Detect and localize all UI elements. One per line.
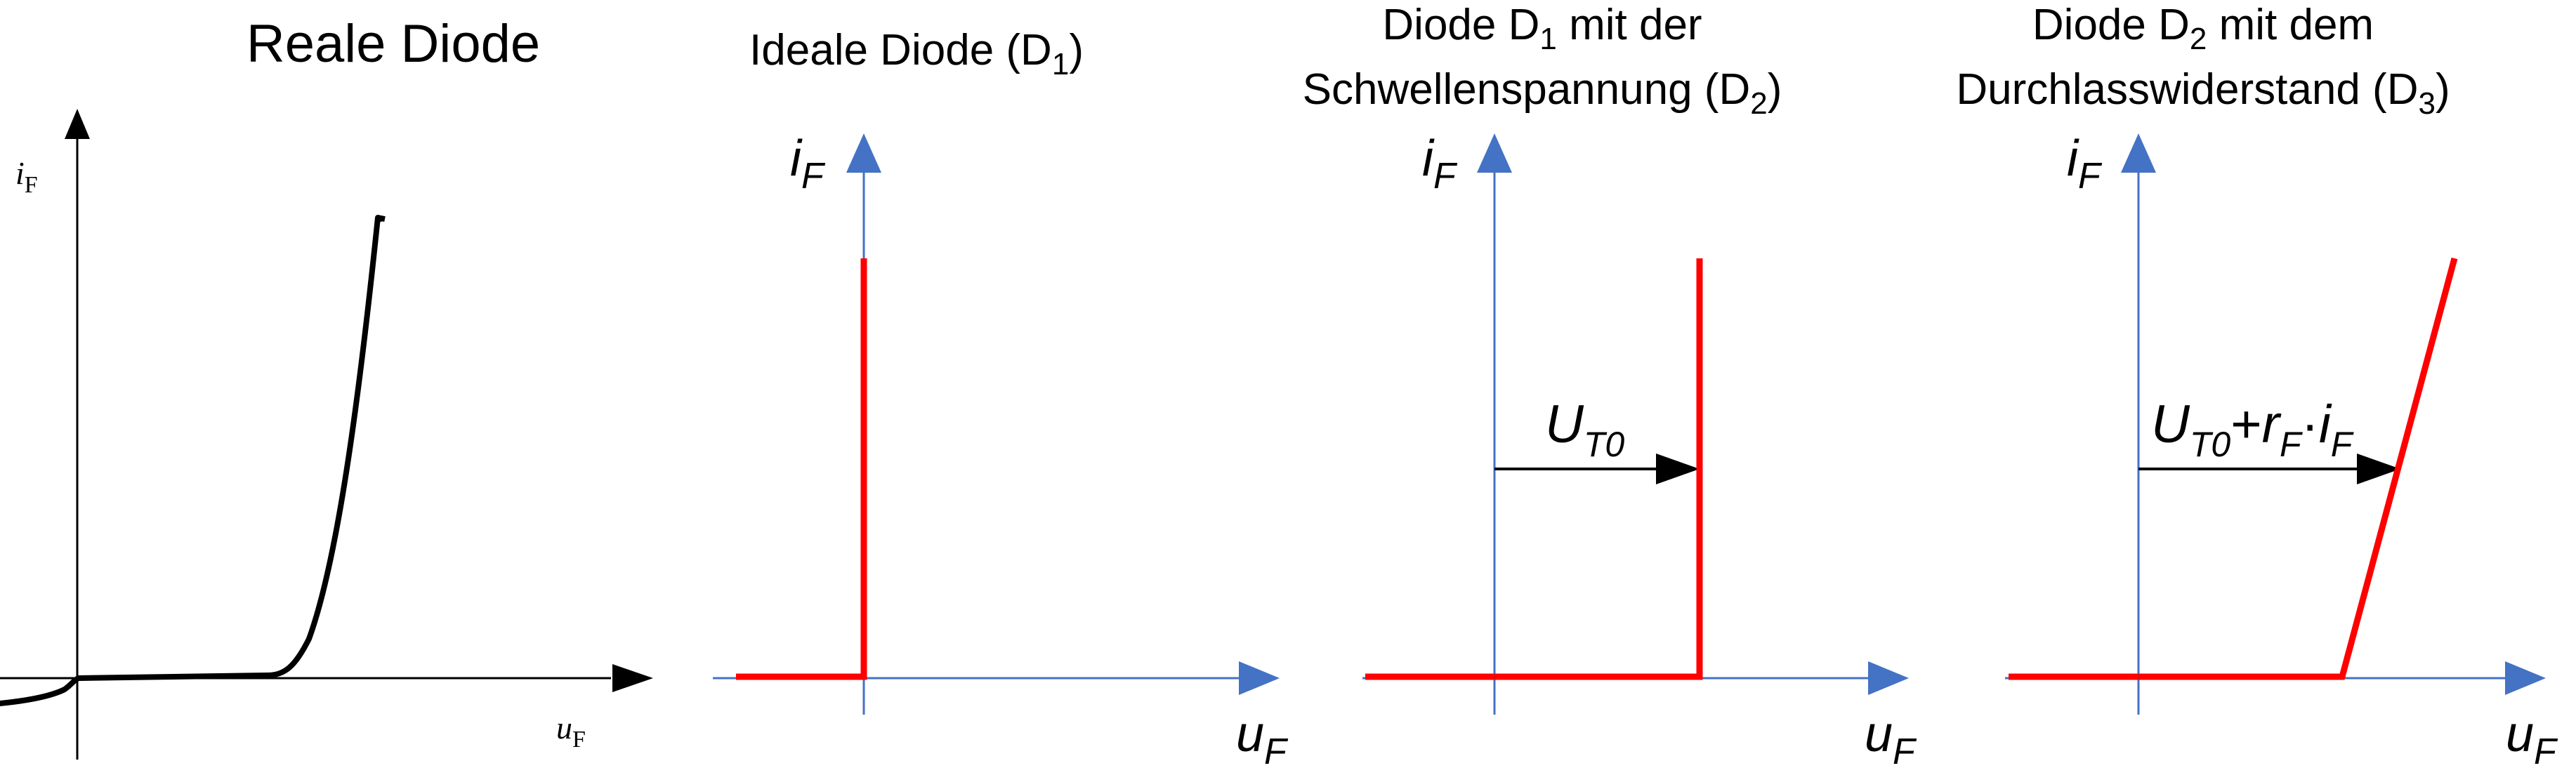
y-axis-arrowhead — [2121, 133, 2156, 173]
panel-title-line-1: Diode D2 mit dem — [2032, 1, 2374, 56]
y-axis-label: iF — [790, 131, 826, 197]
x-axis-label: uF — [1865, 706, 1917, 768]
panel-title: Ideale Diode (D1) — [749, 26, 1084, 81]
panel-title-line-2: Durchlasswiderstand (D3) — [1956, 65, 2450, 121]
curve-top-extension — [377, 215, 386, 222]
x-axis-arrowhead — [612, 664, 653, 692]
y-axis-arrowhead — [846, 133, 881, 173]
threshold-plus-resistance-label: UT0+rF·iF — [2151, 395, 2354, 464]
panel-threshold-diode: Diode D1 mit der Schwellenspannung (D2) … — [1303, 1, 1917, 768]
panel-title-line-2: Schwellenspannung (D2) — [1303, 65, 1782, 121]
panel-title: Reale Diode — [247, 14, 540, 74]
resistance-arrowhead — [2357, 453, 2400, 484]
x-axis-label: uF — [2506, 706, 2558, 768]
y-axis-arrowhead — [65, 109, 90, 139]
ideal-characteristic — [736, 258, 867, 680]
threshold-characteristic — [1365, 258, 1703, 680]
y-axis-label: iF — [1422, 131, 1458, 197]
panel-real-diode: Reale Diode iF uF — [0, 14, 653, 760]
x-axis-arrowhead — [1868, 661, 1909, 695]
x-axis-label: uF — [556, 710, 586, 753]
panel-title-line-1: Diode D1 mit der — [1382, 1, 1702, 56]
y-axis-label: iF — [15, 155, 38, 198]
x-axis-label: uF — [1236, 706, 1289, 768]
y-axis-arrowhead — [1477, 133, 1512, 173]
real-diode-curve — [0, 215, 383, 706]
resistance-characteristic — [2009, 257, 2458, 680]
threshold-arrowhead — [1656, 453, 1700, 484]
x-axis-arrowhead — [1239, 661, 1280, 695]
threshold-voltage-label: UT0 — [1545, 395, 1624, 464]
panel-resistance-diode: Diode D2 mit dem Durchlasswiderstand (D3… — [1956, 1, 2558, 768]
x-axis-arrowhead — [2505, 661, 2546, 695]
panel-ideal-diode: Ideale Diode (D1) iF uF — [713, 26, 1289, 768]
y-axis-label: iF — [2067, 131, 2103, 197]
